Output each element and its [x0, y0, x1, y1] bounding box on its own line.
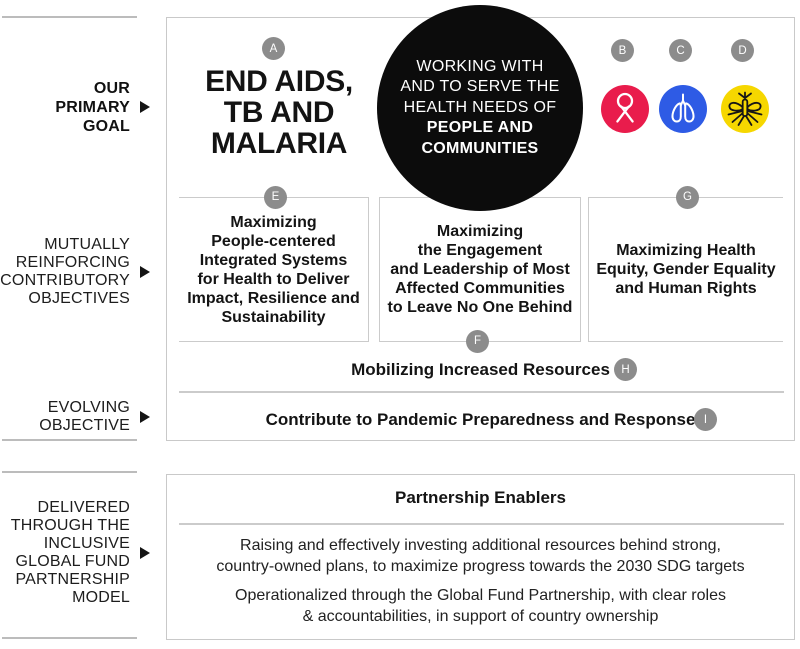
malaria-mosquito-icon: [727, 91, 763, 126]
right-arrow-icon: [140, 101, 150, 113]
evolving-objective-divider: [179, 391, 784, 393]
circle-text-bold: PEOPLE AND COMMUNITIES: [421, 119, 539, 157]
objective-text-equity: Maximizing Health Equity, Gender Equalit…: [596, 242, 776, 297]
partnership-paragraph-2: Operationalized through the Global Fund …: [235, 587, 726, 625]
pandemic-preparedness-text: Contribute to Pandemic Preparedness and …: [265, 410, 696, 429]
tb-disease-disc: [659, 85, 707, 133]
partnership-paragraph-1: Raising and effectively investing additi…: [216, 537, 745, 575]
aids-disease-disc: [601, 85, 649, 133]
contributory-objectives-label: MUTUALLY REINFORCING CONTRIBUTORY OBJECT…: [0, 236, 130, 307]
people-communities-circle: WORKING WITH AND TO SERVE THE HEALTH NEE…: [377, 5, 583, 211]
badge-g: G: [676, 185, 699, 209]
badge-d: D: [731, 39, 754, 62]
rail-item-evolving-objective: EVOLVING OBJECTIVE: [0, 399, 150, 435]
partnership-model-label: DELIVERED THROUGH THE INCLUSIVE GLOBAL F…: [10, 499, 130, 606]
objective-text-systems: Maximizing People-centered Integrated Sy…: [187, 213, 360, 326]
rail-item-partnership-model: DELIVERED THROUGH THE INCLUSIVE GLOBAL F…: [0, 499, 150, 607]
badge-e: E: [264, 185, 287, 209]
partnership-enablers-box: Partnership Enablers Raising and effecti…: [166, 474, 795, 640]
primary-goal-title: END AIDS, TB AND MALARIA: [205, 65, 353, 160]
right-arrow-icon: [140, 266, 150, 278]
tb-lungs-icon: [671, 93, 695, 123]
circle-text-regular: WORKING WITH AND TO SERVE THE HEALTH NEE…: [400, 57, 560, 116]
objective-box-communities: Maximizing the Engagement and Leadership…: [379, 197, 581, 342]
objective-box-systems-for-health: Maximizing People-centered Integrated Sy…: [179, 197, 369, 342]
badge-f: F: [466, 329, 489, 353]
right-arrow-icon: [140, 411, 150, 423]
primary-goal-label: OUR PRIMARY GOAL: [55, 79, 130, 135]
rail-item-primary-goal: OUR PRIMARY GOAL: [0, 78, 150, 136]
rail-item-contributory-objectives: MUTUALLY REINFORCING CONTRIBUTORY OBJECT…: [0, 236, 150, 308]
rail-divider-top: [2, 16, 137, 18]
aids-ribbon-icon: [616, 92, 634, 123]
malaria-disease-disc: [721, 85, 769, 133]
objective-text-communities: Maximizing the Engagement and Leadership…: [387, 223, 573, 316]
partnership-enablers-title: Partnership Enablers: [394, 488, 566, 507]
rail-divider-bottom: [2, 637, 137, 639]
objective-box-equity-rights: Maximizing Health Equity, Gender Equalit…: [588, 197, 783, 342]
rail-divider-mid-1: [2, 439, 137, 441]
evolving-objective-label: EVOLVING OBJECTIVE: [39, 399, 130, 434]
right-arrow-icon: [140, 547, 150, 559]
badge-c: C: [669, 39, 692, 62]
badge-a: A: [262, 37, 285, 60]
badge-b: B: [611, 39, 634, 62]
badge-i: I: [694, 408, 717, 431]
mobilizing-resources-text: Mobilizing Increased Resources: [351, 360, 610, 379]
partnership-enablers-divider: [179, 523, 784, 525]
badge-h: H: [614, 358, 637, 381]
strategy-main-box: A END AIDS, TB AND MALARIA WORKING WITH …: [166, 5, 795, 441]
rail-divider-mid-2: [2, 471, 137, 473]
